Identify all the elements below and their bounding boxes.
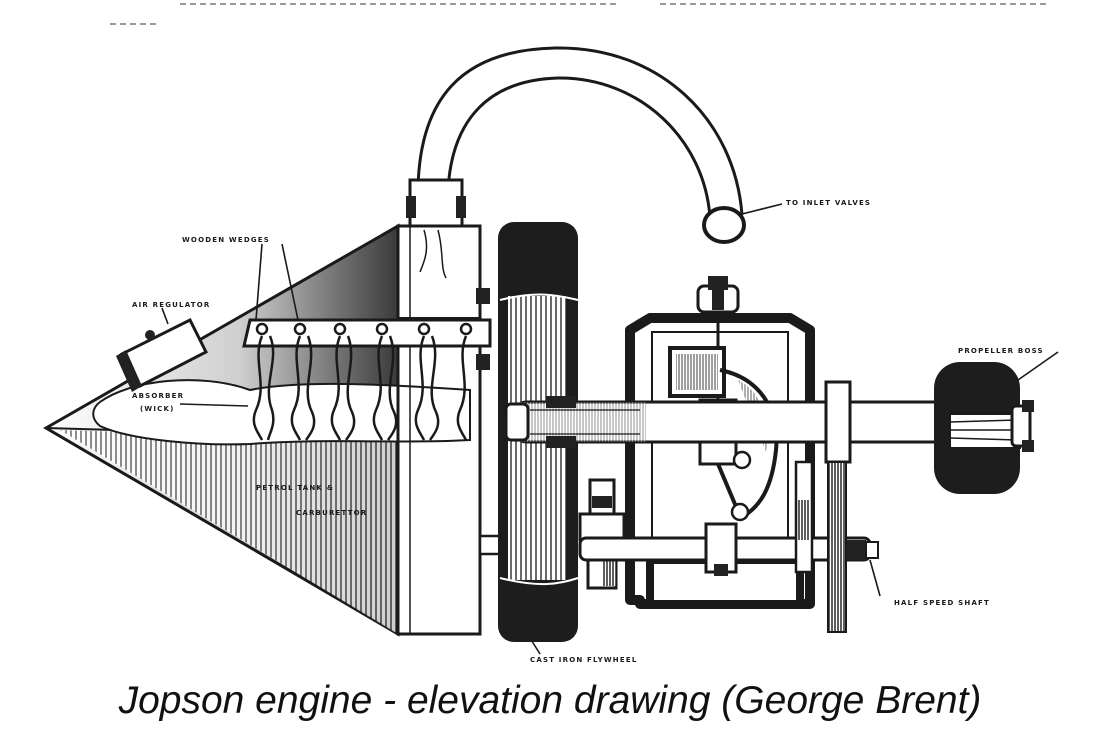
label-cast-iron-flywheel: CAST IRON FLYWHEEL — [530, 656, 637, 664]
air-regulator — [116, 317, 209, 392]
shaft-collar — [824, 380, 852, 464]
pipe-clamp — [406, 178, 466, 228]
label-petrol-tank: PETROL TANK & — [256, 484, 334, 492]
carburettor-bolt-lower — [476, 354, 490, 370]
label-half-speed-shaft: HALF SPEED SHAFT — [894, 599, 990, 607]
label-absorber-wick: (WICK) — [140, 405, 175, 413]
carburettor-inner-lines — [419, 229, 447, 279]
vertical-rods — [794, 460, 847, 633]
inlet-pipe-outlet — [702, 206, 746, 244]
leader-lines — [161, 203, 1059, 655]
inlet-pipe — [416, 46, 744, 219]
propeller-boss — [934, 362, 1034, 494]
label-air-regulator: AIR REGULATOR — [132, 301, 211, 309]
scan-top-remnants — [110, 3, 1050, 25]
figure-caption: Jopson engine - elevation drawing (Georg… — [118, 679, 982, 722]
crankshaft — [504, 396, 1018, 448]
hanging-wicks — [252, 335, 468, 441]
label-to-inlet-valves: TO INLET VALVES — [786, 199, 871, 207]
wedge-bar — [242, 318, 492, 348]
carburettor-bolt — [476, 288, 490, 304]
label-absorber: ABSORBER — [132, 392, 184, 400]
label-carburettor: CARBURETTOR — [296, 509, 367, 517]
label-propeller-boss: PROPELLER BOSS — [958, 347, 1044, 355]
label-wooden-wedges: WOODEN WEDGES — [182, 236, 270, 244]
carburettor-body — [396, 224, 482, 636]
